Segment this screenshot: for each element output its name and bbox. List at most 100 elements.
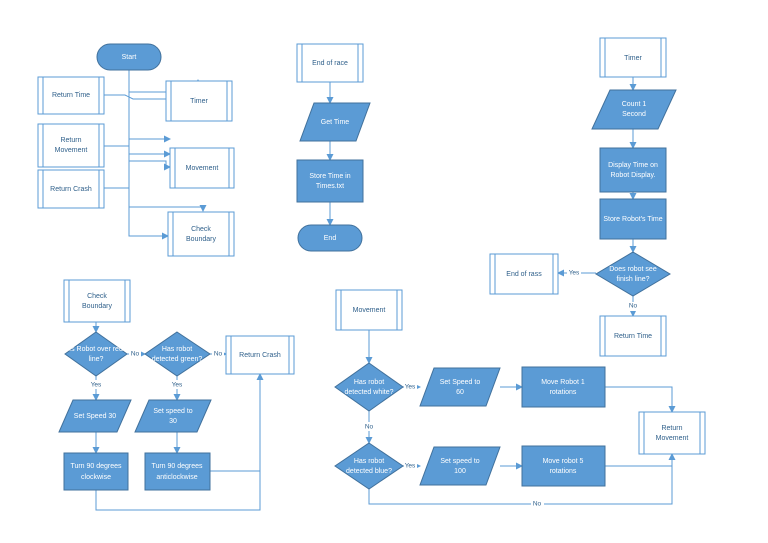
detected-white-decision-label: Has robot [354,379,384,386]
return-movement-sub-subprocess[interactable]: Return Movement [638,411,706,455]
edge-label-no-green: No [214,351,223,358]
timer-subprocess[interactable]: Timer [165,80,233,122]
edge-label-yes-blue: Yes [405,463,416,470]
detected-blue-decision-label: Has robot [354,458,384,465]
detected-white-decision[interactable]: Has robot detected white? [334,362,404,412]
edge-label-yes-white: Yes [405,384,416,391]
move-robot-1-process-label: Move Robot 1 [541,379,585,386]
connector-turn-cw-to-crash [95,373,264,511]
check-boundary-subprocess-label: Boundary [186,236,216,243]
connector-move1-to-return [605,386,676,413]
detected-blue-decision[interactable]: Has robot detected blue? [334,442,404,490]
store-robot-time-process[interactable]: Store Robot's Time [599,198,667,240]
return-movement-sub-subprocess-label: Movement [656,435,689,442]
movement-header-subprocess-label: Movement [353,307,386,314]
finish-line-decision-label: finish line? [616,276,649,283]
count-second-io-label: Second [622,111,646,118]
store-time-process[interactable]: Store Time in Times.txt [296,159,364,203]
set-speed-60-io-label: Set Speed to [440,379,481,386]
edge-label-no-blue: No [533,501,542,508]
display-time-process-label: Display Time on [608,162,658,169]
movement-header-subprocess[interactable]: Movement [335,289,403,331]
return-crash-sub-subprocess[interactable]: Return Crash [225,335,295,375]
check-boundary-subprocess-label: Check [191,226,211,233]
get-time-io-label: Get Time [321,119,350,126]
check-boundary-flow: Check Boundary Is Robot over red line? H… [58,279,295,491]
end-terminator-label: End [324,235,337,242]
return-crash-subprocess[interactable]: Return Crash [37,169,105,209]
set-speed-100-io-label: 100 [454,468,466,475]
edge-labels: Yes No No No Yes Yes Yes No Yes No [89,268,640,509]
detected-green-decision-label: detected green? [152,356,203,363]
movement-subprocess-label: Movement [186,165,219,172]
return-crash-sub-subprocess-label: Return Crash [239,352,281,359]
set-speed-100-io-label: Set speed to [440,458,479,465]
return-movement-subprocess-label: Movement [55,147,88,154]
movement-subprocess[interactable]: Movement [169,147,235,189]
end-of-rass-subprocess[interactable]: End of rass [489,253,559,295]
move-robot-5-process[interactable]: Move robot 5 rotations [521,445,606,487]
finish-line-decision-label: Does robot see [609,266,657,273]
finish-line-decision[interactable]: Does robot see finish line? [595,251,671,297]
set-speed-to-30-io[interactable]: Set speed to 30 [134,399,212,433]
turn-anticlockwise-process-label: Turn 90 degrees [151,463,203,470]
timer-header-subprocess-label: Timer [624,55,642,62]
timer-flow: Timer Count 1 Second Display Time on Rob… [489,37,677,357]
connector-return-crash [104,187,207,212]
check-boundary-header-subprocess-label: Boundary [82,303,112,310]
connector-move5-to-return [605,453,676,467]
set-speed-100-io[interactable]: Set speed to 100 [419,446,501,486]
check-boundary-header-subprocess[interactable]: Check Boundary [63,279,131,323]
start-terminator[interactable]: Start [96,43,162,71]
move-robot-1-process[interactable]: Move Robot 1 rotations [521,366,606,408]
main-program: Start Return Time Timer Return Movement … [37,43,235,257]
edge-label-yes-green: Yes [172,382,183,389]
end-of-race-subprocess-label: End of race [312,60,348,67]
detected-green-decision-label: Has robot [162,346,192,353]
return-movement-subprocess[interactable]: Return Movement [37,123,105,168]
return-time-sub-subprocess[interactable]: Return Time [599,315,667,357]
end-of-rass-subprocess-label: End of rass [506,271,542,278]
return-time-sub-subprocess-label: Return Time [614,333,652,340]
edge-label-yes-finish: Yes [569,270,580,277]
end-of-race-subprocess[interactable]: End of race [296,43,364,83]
turn-clockwise-process-label: clockwise [81,474,111,481]
over-red-line-decision-label: Is Robot over red [69,346,123,353]
timer-header-subprocess[interactable]: Timer [599,37,667,78]
count-second-io-label: Count 1 [622,101,647,108]
move-robot-1-process-label: rotations [550,389,577,396]
end-terminator[interactable]: End [297,224,363,252]
count-second-io[interactable]: Count 1 Second [591,89,677,130]
turn-anticlockwise-process[interactable]: Turn 90 degrees anticlockwise [144,452,211,491]
turn-anticlockwise-process-label: anticlockwise [156,474,197,481]
set-speed-60-io[interactable]: Set Speed to 60 [419,367,501,407]
connector-return-time-to-timer [104,94,166,100]
over-red-line-decision[interactable]: Is Robot over red line? [64,331,128,377]
timer-subprocess-label: Timer [190,98,208,105]
get-time-io[interactable]: Get Time [299,102,371,142]
store-robot-time-process-label: Store Robot's Time [603,216,662,223]
edge-label-no-white: No [365,424,374,431]
check-boundary-subprocess[interactable]: Check Boundary [167,211,235,257]
set-speed-30-io[interactable]: Set Speed 30 [58,399,132,433]
move-robot-5-process-label: Move robot 5 [543,458,584,465]
set-speed-to-30-io-label: Set speed to [153,408,192,415]
return-movement-sub-subprocess-label: Return [661,425,682,432]
turn-clockwise-process[interactable]: Turn 90 degrees clockwise [63,452,129,491]
return-time-subprocess[interactable]: Return Time [37,76,105,115]
turn-clockwise-process-label: Turn 90 degrees [70,463,122,470]
store-time-process-label: Times.txt [316,183,344,190]
display-time-process[interactable]: Display Time on Robot Display. [599,147,667,193]
detected-green-decision[interactable]: Has robot detected green? [144,331,211,377]
edge-label-no-red: No [131,351,140,358]
over-red-line-decision-label: line? [89,356,104,363]
edge-label-no-finish: No [629,303,638,310]
set-speed-60-io-label: 60 [456,389,464,396]
move-robot-5-process-label: rotations [550,468,577,475]
connector-trunk-to-movement [129,160,171,171]
connector-start-trunk [128,92,166,237]
set-speed-to-30-io-label: 30 [169,418,177,425]
store-time-process-label: Store Time in [309,173,350,180]
connector-blue-no [368,466,673,505]
